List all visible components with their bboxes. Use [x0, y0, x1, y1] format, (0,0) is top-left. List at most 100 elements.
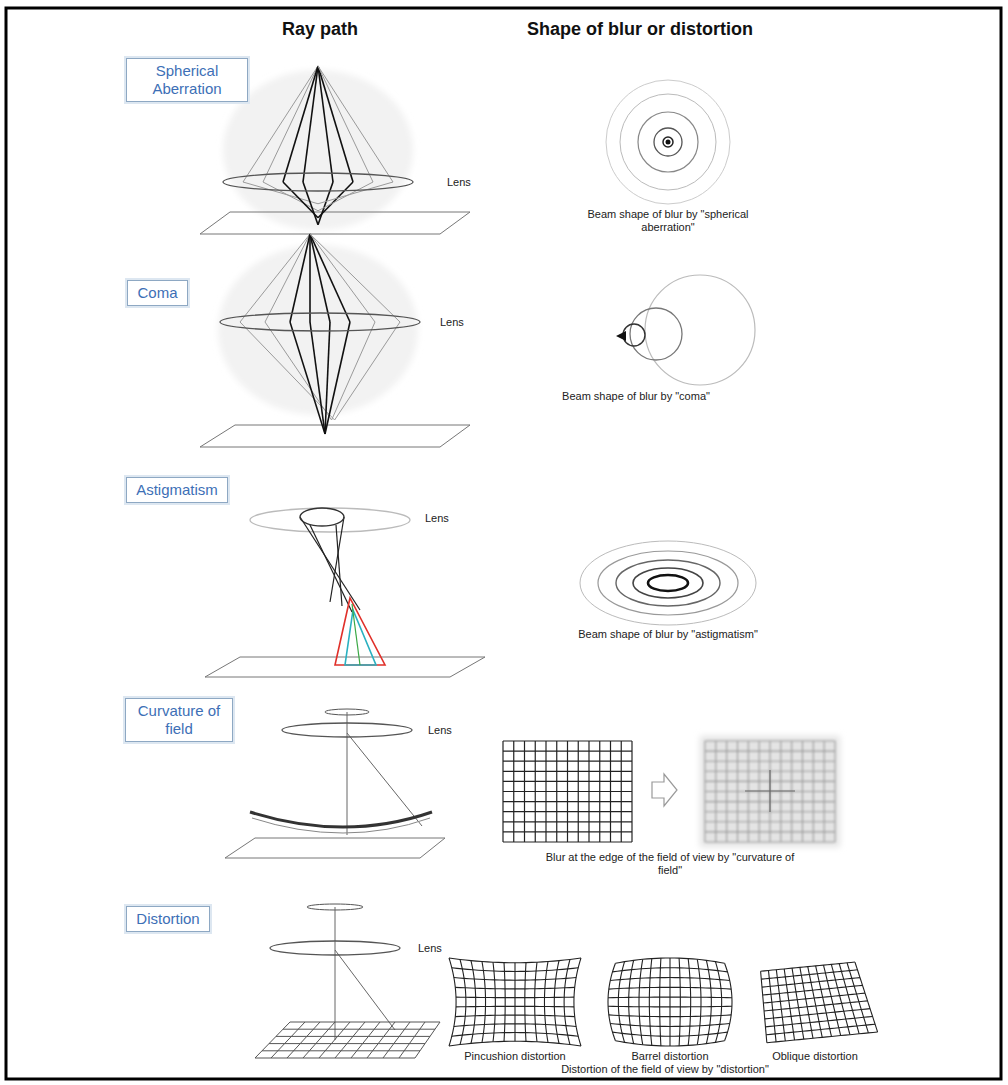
- grid-line: [455, 987, 574, 989]
- ray-line: [347, 733, 422, 826]
- grid-line: [705, 821, 835, 822]
- image-plane: [200, 425, 470, 447]
- grid-line: [831, 964, 850, 1034]
- focal-line: [352, 604, 360, 665]
- grid-line: [290, 1022, 440, 1023]
- blur-ring: [648, 575, 688, 591]
- grid-line: [449, 958, 581, 963]
- grid-line: [639, 959, 643, 1044]
- grid-line: [660, 958, 661, 1046]
- ray-line: [318, 66, 373, 182]
- grid-line: [564, 959, 570, 1044]
- aberration-name: Spherical Aberration: [136, 62, 238, 98]
- grid-line: [269, 1043, 425, 1044]
- lens-shape: [282, 723, 412, 737]
- image-plane-grid: [255, 1022, 440, 1058]
- grid-line: [761, 962, 855, 971]
- grid-line: [763, 985, 863, 995]
- ray-line: [310, 525, 352, 612]
- grid-line: [535, 962, 537, 1042]
- grid-line: [697, 959, 701, 1044]
- grid-line: [706, 960, 711, 1043]
- ray-line: [303, 182, 318, 225]
- axis-line: [347, 712, 348, 835]
- ray-line: [263, 66, 318, 182]
- caption-text: Lens: [425, 512, 449, 525]
- grid-line: [768, 970, 776, 1041]
- caption-text: Beam shape of blur by "astigmatism": [573, 628, 763, 641]
- ray-line: [318, 66, 353, 182]
- grid-line: [399, 1022, 425, 1058]
- curved-image-surface: [252, 818, 430, 833]
- grid-line: [503, 750, 632, 751]
- ray-line: [263, 182, 318, 211]
- ray-haze: [223, 70, 413, 230]
- blur-core: [616, 331, 626, 341]
- ray-line: [290, 322, 325, 434]
- grid-line: [504, 963, 505, 1042]
- grid-line: [608, 997, 732, 999]
- grid-line: [525, 963, 526, 1042]
- grid-line: [816, 966, 832, 1037]
- grid-line: [452, 968, 578, 972]
- grid-line: [800, 967, 813, 1038]
- caption-text: Barrel distortion: [631, 1050, 708, 1063]
- grid-line: [610, 978, 729, 981]
- blur-ring: [638, 112, 698, 172]
- ray-line: [332, 322, 375, 420]
- grid-line: [574, 958, 581, 1046]
- grid-line: [761, 970, 857, 979]
- grid-line: [608, 1006, 732, 1008]
- grid-line: [271, 1022, 305, 1058]
- aberration-title-box: Coma: [127, 280, 188, 306]
- grid-line: [847, 963, 868, 1033]
- grid-line: [629, 960, 634, 1043]
- grid-line: [762, 978, 860, 988]
- blur-ring: [606, 80, 730, 204]
- ray-line: [318, 66, 333, 182]
- grid-line: [609, 987, 731, 989]
- sharp-grid: [503, 741, 632, 842]
- grid-line: [503, 771, 632, 772]
- grid-line: [351, 1022, 380, 1058]
- grid-line: [765, 1016, 872, 1026]
- aberration-title-box: Spherical Aberration: [126, 58, 248, 102]
- grid-line: [276, 1036, 430, 1037]
- grid-line: [715, 962, 721, 1043]
- grid-line: [763, 993, 865, 1003]
- caption-text: Lens: [418, 942, 442, 955]
- aberration-name: Curvature of field: [135, 702, 223, 738]
- grid-line: [613, 968, 728, 972]
- ray-line: [325, 322, 350, 434]
- ray-line: [335, 322, 400, 420]
- column-header: Ray path: [282, 18, 358, 40]
- blur-ring: [645, 275, 755, 385]
- grid-line: [287, 1022, 320, 1058]
- blur-ring: [620, 94, 716, 190]
- grid-line: [415, 1022, 440, 1058]
- barrel-grid: [608, 958, 732, 1046]
- aberration-title-box: Curvature of field: [125, 698, 233, 742]
- image-plane: [225, 838, 445, 858]
- grid-line: [705, 761, 835, 762]
- caption-text: Lens: [447, 176, 471, 189]
- blur-ground: [700, 736, 840, 847]
- aberration-title-box: Astigmatism: [126, 477, 228, 503]
- ray-line: [318, 66, 393, 182]
- caption-text: Pincushion distortion: [464, 1050, 566, 1063]
- grid-line: [855, 962, 878, 1032]
- ray-line: [265, 234, 310, 322]
- grid-line: [679, 958, 680, 1046]
- aberration-name: Astigmatism: [136, 481, 218, 499]
- image-plane: [200, 212, 470, 234]
- blur-ring: [663, 137, 673, 147]
- oblique-grid: [761, 962, 878, 1043]
- ray-line: [309, 234, 311, 322]
- grid-line: [554, 961, 559, 1044]
- grid-line: [764, 1001, 867, 1011]
- grid-line: [688, 959, 690, 1046]
- ray-line: [318, 182, 353, 218]
- grid-line: [455, 1015, 574, 1017]
- caption-text: Lens: [428, 724, 452, 737]
